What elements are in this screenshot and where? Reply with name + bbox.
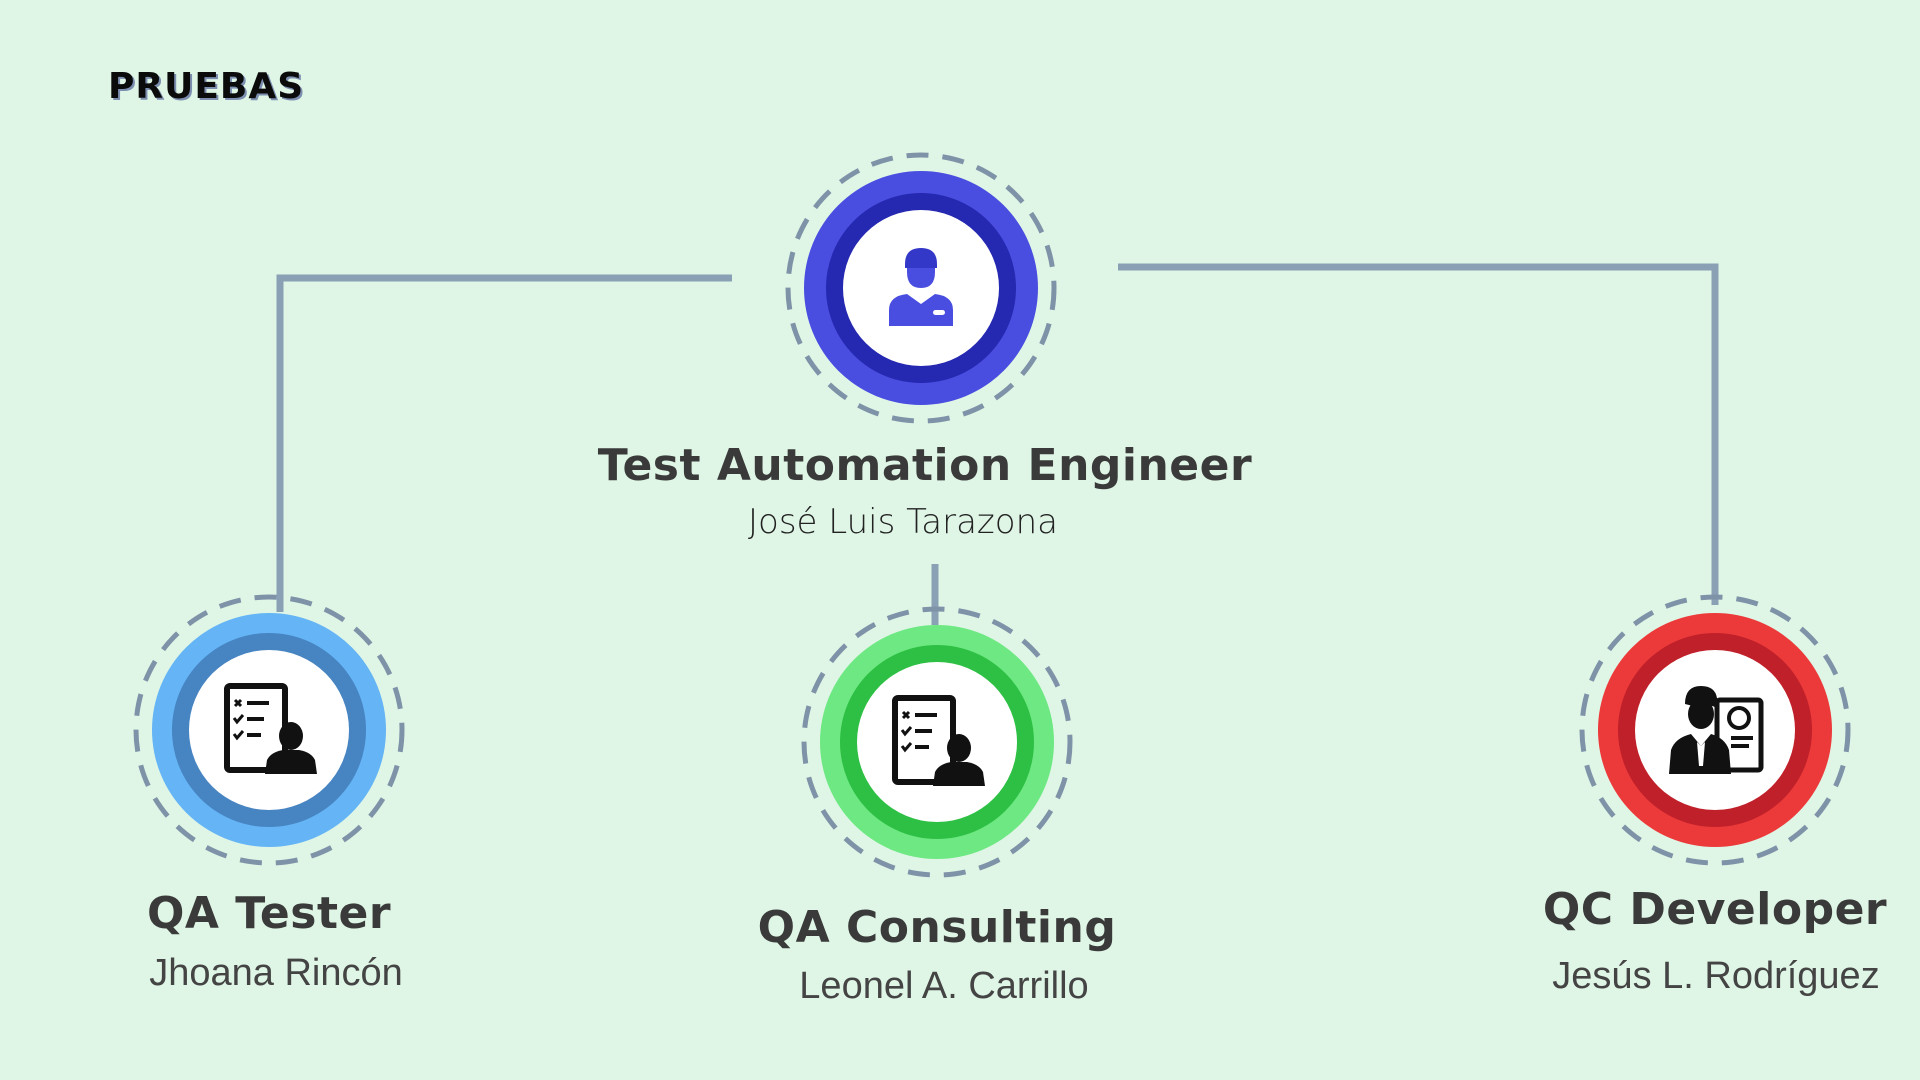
role-title: QA Tester	[146, 888, 392, 939]
engineer-icon	[889, 248, 953, 326]
node-test-automation-engineer	[783, 150, 1059, 426]
person-name: Leonel A. Carrillo	[799, 965, 1089, 1007]
role-title: QC Developer	[1542, 884, 1888, 935]
node-qa-consulting	[799, 604, 1075, 880]
node-qa-tester	[131, 592, 407, 868]
node-qc-developer	[1577, 592, 1853, 868]
role-title: QA Consulting	[757, 902, 1117, 953]
checklist-person-icon	[892, 695, 985, 786]
role-title: Test Automation Engineer	[597, 440, 1253, 491]
developer-icon	[1669, 686, 1764, 774]
person-name: Jhoana Rincón	[149, 952, 403, 994]
person-name: José Luis Tarazona	[748, 502, 1058, 542]
connector-lead-developer	[1118, 263, 1719, 605]
node-ring	[801, 606, 1073, 878]
checklist-person-icon	[224, 683, 317, 774]
person-name: Jesús L. Rodríguez	[1552, 955, 1880, 997]
page-title: PRUEBAS	[108, 66, 305, 107]
connector-lead-tester	[276, 274, 732, 612]
